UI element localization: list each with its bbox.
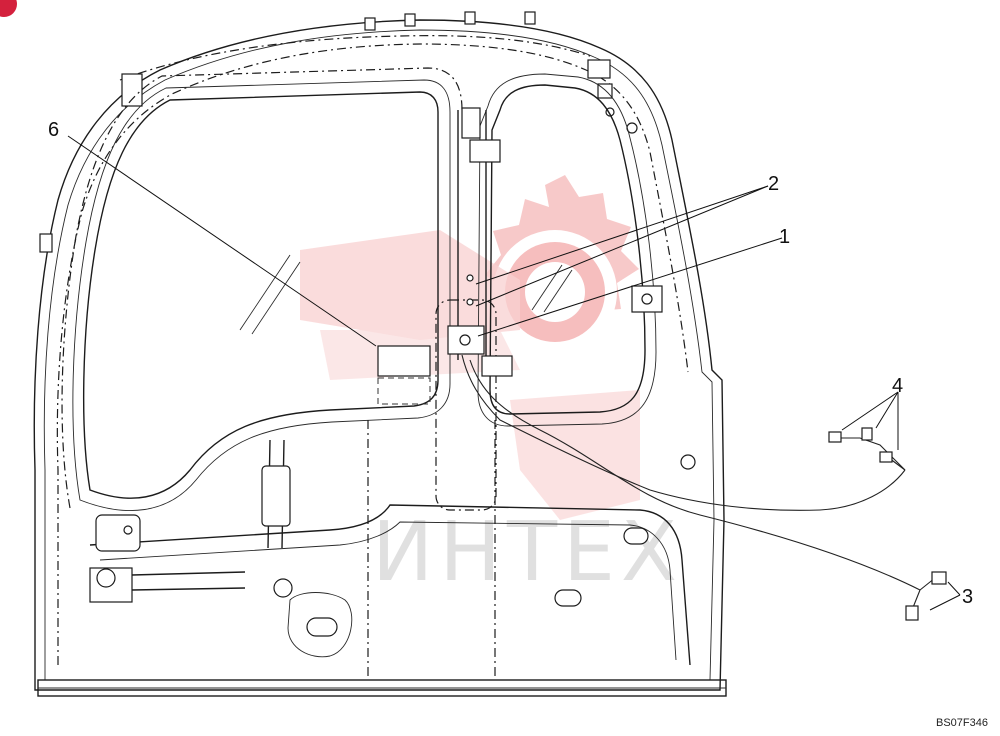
harness-branch-4a xyxy=(835,437,906,471)
pillar-plate xyxy=(461,107,481,139)
gas-strut-body xyxy=(261,465,291,527)
wiper-cover-bolt xyxy=(123,525,133,535)
harness-branch-a xyxy=(469,359,921,591)
connector-4a xyxy=(828,431,842,443)
watermark-text: ИНТЕХ xyxy=(372,505,683,600)
wiper-motor-hub xyxy=(96,568,116,588)
callout-6: 6 xyxy=(48,119,59,141)
left-window-seal xyxy=(72,79,451,511)
wiper-cover xyxy=(95,514,141,552)
label-plate xyxy=(377,345,431,377)
label-plate-hidden xyxy=(377,377,431,405)
leader-3a xyxy=(929,594,961,611)
right-side-grommet xyxy=(680,454,696,470)
callout-3: 3 xyxy=(962,586,973,608)
floor-slot-3 xyxy=(623,527,649,545)
left-window-glass xyxy=(82,91,439,499)
callout-4: 4 xyxy=(892,375,903,397)
cab-roof-hidden-line xyxy=(119,35,591,81)
floor-slot-1 xyxy=(306,617,338,637)
bolt-1 xyxy=(466,274,474,282)
left-window-hidden-line xyxy=(61,67,463,509)
right-window-glare-2 xyxy=(543,269,573,313)
switch-knob xyxy=(459,334,471,346)
connector-3b xyxy=(905,605,919,621)
pillar-bracket-bottom xyxy=(481,355,513,377)
floor-step xyxy=(287,592,353,658)
leader-4a xyxy=(875,391,899,429)
leader-6 xyxy=(67,135,377,347)
corner-badge xyxy=(0,0,17,17)
roof-brackets xyxy=(39,11,638,253)
cab-frame-hidden-line xyxy=(56,43,689,665)
connector-3a xyxy=(931,571,947,585)
left-window-glare-2 xyxy=(251,261,301,335)
floor-grommet xyxy=(273,578,293,598)
lower-body-panel-inner xyxy=(99,521,677,661)
right-window-seal xyxy=(477,73,657,427)
figure-code: BS07F346 xyxy=(936,717,988,729)
callout-2: 2 xyxy=(768,173,779,195)
lower-body-panel xyxy=(89,504,691,666)
bolt-2 xyxy=(466,298,474,306)
wiper-linkage xyxy=(131,571,246,591)
pillar-bracket-top xyxy=(469,139,501,163)
leader-2a xyxy=(475,185,769,285)
connector-4b xyxy=(861,427,873,441)
leader-4c xyxy=(841,391,899,431)
leader-2b xyxy=(475,185,769,307)
leader-3b xyxy=(947,581,961,596)
right-window-glass xyxy=(489,84,646,415)
connector-4c xyxy=(879,451,893,463)
watermark-logo xyxy=(300,175,640,520)
door-latch-bolt xyxy=(641,293,653,305)
callout-1: 1 xyxy=(779,226,790,248)
left-window-glare-1 xyxy=(239,254,291,331)
harness-main xyxy=(461,354,906,511)
floor-slot-2 xyxy=(554,589,582,607)
leader-1 xyxy=(477,237,783,337)
center-pillar-hidden xyxy=(435,299,497,511)
cab-outer-frame-inner xyxy=(43,29,715,681)
